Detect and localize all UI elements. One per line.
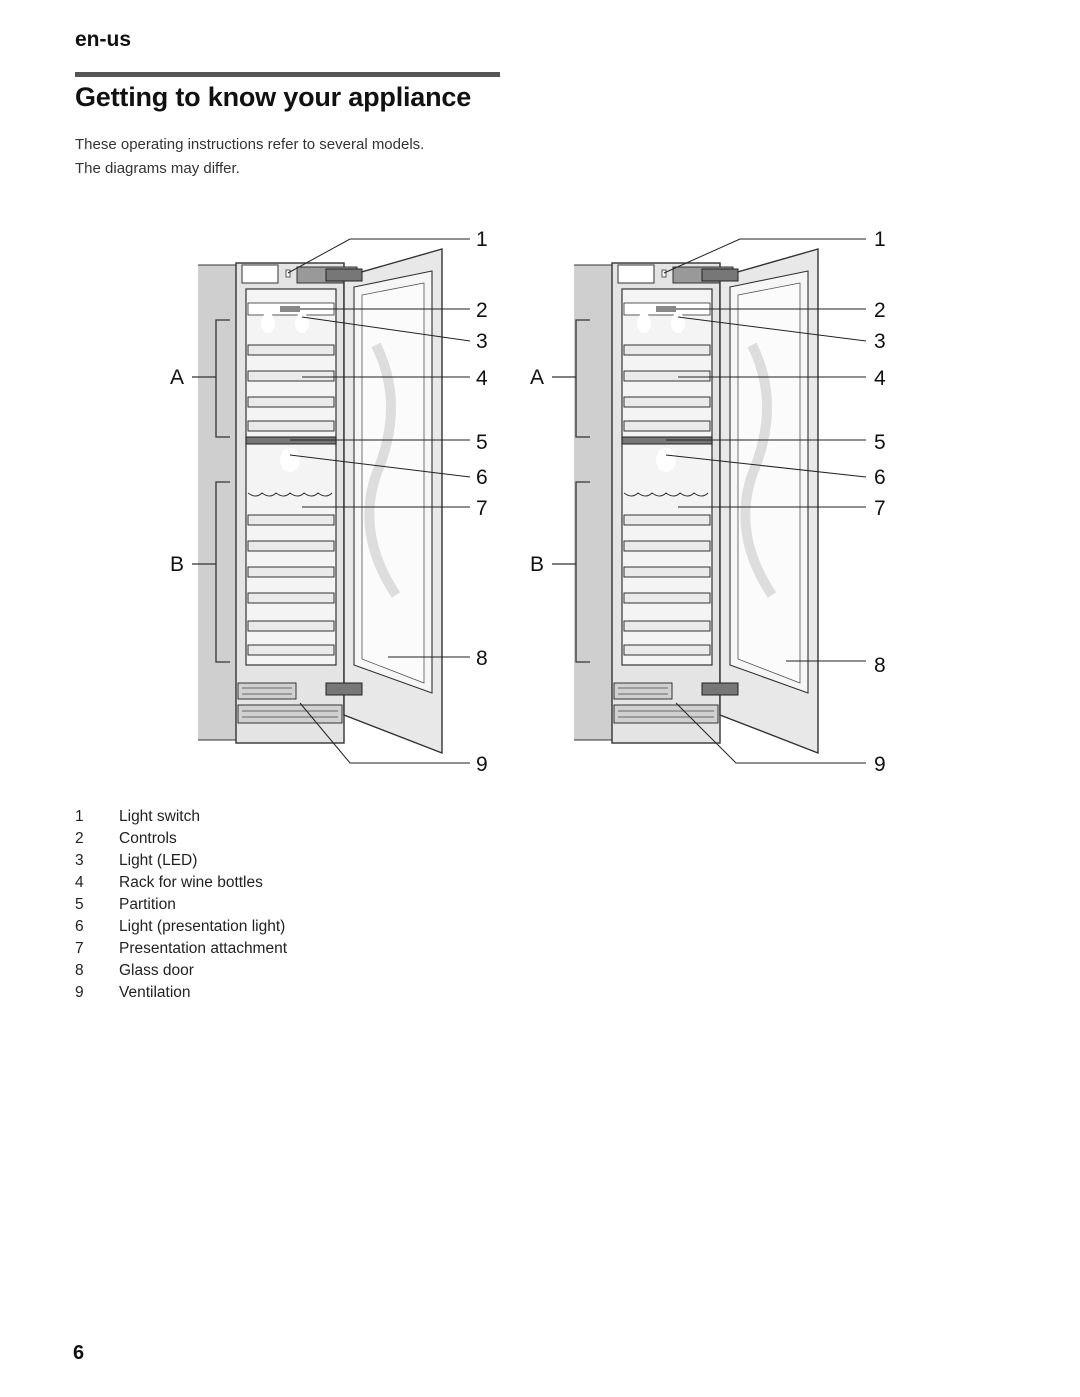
page-title: Getting to know your appliance: [75, 82, 472, 112]
appliance-diagram: 1 2 3 4 5 6 7 8 9 1 2 3 4 5 6 7 8 9 A B …: [150, 225, 910, 785]
legend-label: Light switch: [119, 808, 200, 825]
appliance-diagram-svg: 1 2 3 4 5 6 7 8 9 1 2 3 4 5 6 7 8 9 A B …: [170, 228, 886, 776]
legend-number: 4: [75, 874, 84, 891]
legend-number: 8: [75, 962, 84, 979]
language-label: en-us: [75, 28, 132, 51]
callout-3-left: 3: [476, 330, 488, 353]
callout-9-left: 9: [476, 753, 488, 776]
callout-7-left: 7: [476, 497, 488, 520]
callout-4-left: 4: [476, 367, 488, 390]
legend-number: 5: [75, 896, 84, 913]
legend-label: Light (LED): [119, 852, 198, 869]
callout-7-right: 7: [874, 497, 886, 520]
intro-text: These operating instructions refer to se…: [75, 133, 424, 181]
legend-label: Rack for wine bottles: [119, 874, 263, 891]
zone-label-a-left: A: [170, 366, 184, 389]
intro-line-1: These operating instructions refer to se…: [75, 136, 425, 153]
callout-5-left: 5: [476, 431, 488, 454]
callout-4-right: 4: [874, 367, 886, 390]
callout-1-left: 1: [476, 228, 488, 251]
legend-label: Presentation attachment: [119, 940, 288, 957]
zone-label-a-right: A: [530, 366, 544, 389]
legend-label: Partition: [119, 896, 176, 913]
legend-number: 6: [75, 918, 84, 935]
callout-9-right: 9: [874, 753, 886, 776]
page-number: 6: [73, 1342, 85, 1364]
legend-number: 1: [75, 808, 84, 825]
zone-label-b-right: B: [530, 553, 544, 576]
legend-label: Light (presentation light): [119, 918, 286, 935]
callout-1-right: 1: [874, 228, 886, 251]
callout-2-left: 2: [476, 299, 488, 322]
legend-number: 9: [75, 984, 84, 1001]
callout-2-right: 2: [874, 299, 886, 322]
legend-number: 3: [75, 852, 84, 869]
zone-label-b-left: B: [170, 553, 184, 576]
callout-6-right: 6: [874, 466, 886, 489]
legend-label: Glass door: [119, 962, 194, 979]
legend-number: 7: [75, 940, 84, 957]
intro-line-2: The diagrams may differ.: [75, 160, 240, 177]
legend-number: 2: [75, 830, 84, 847]
callout-3-right: 3: [874, 330, 886, 353]
legend-label: Ventilation: [119, 984, 191, 1001]
header-rule: [75, 72, 500, 77]
legend-label: Controls: [119, 830, 177, 847]
callout-5-right: 5: [874, 431, 886, 454]
callout-6-left: 6: [476, 466, 488, 489]
callout-8-left: 8: [476, 647, 488, 670]
callout-8-right: 8: [874, 654, 886, 677]
